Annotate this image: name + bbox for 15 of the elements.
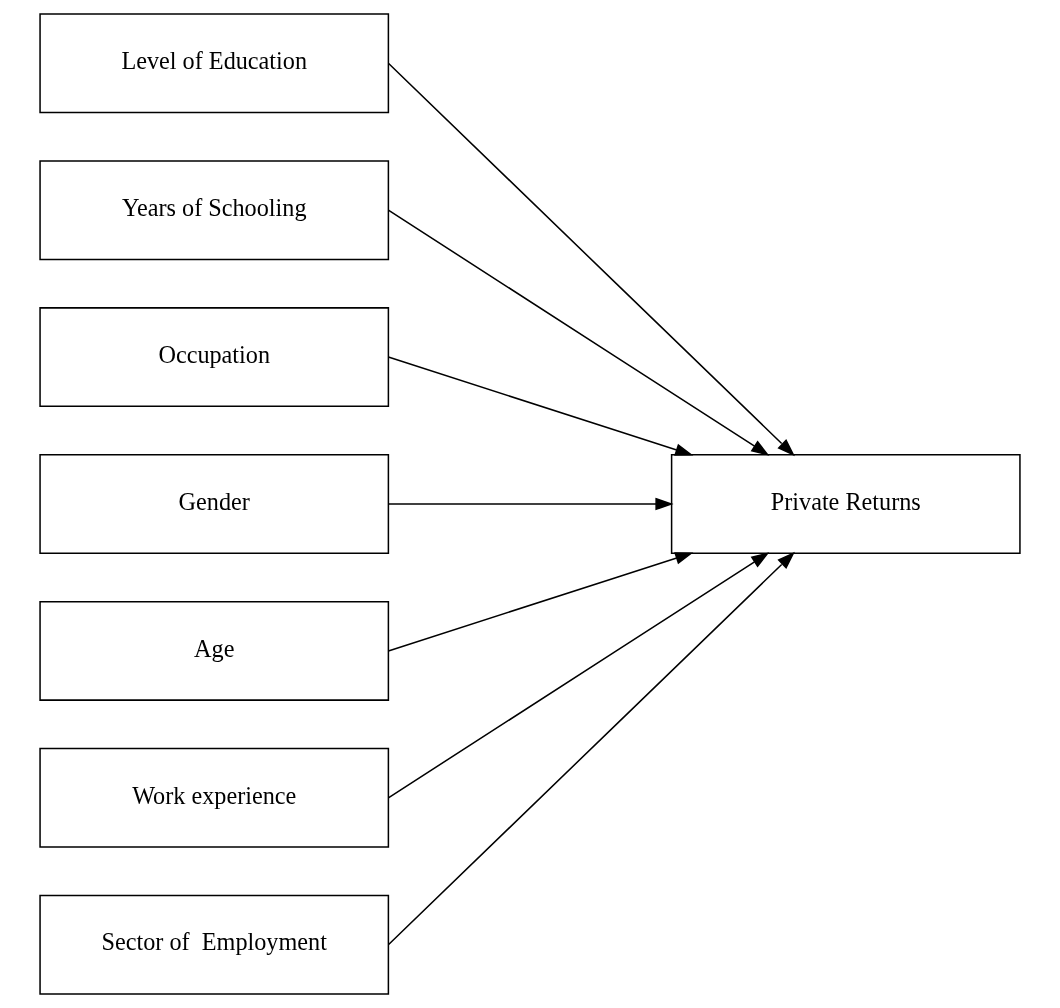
node-box: Gender <box>39 454 390 554</box>
arrow <box>387 497 674 511</box>
arrow <box>387 552 694 652</box>
arrow <box>387 551 795 946</box>
node-box: Years of Schooling <box>39 160 390 261</box>
arrow <box>387 356 694 456</box>
node-box: Work experience <box>39 747 390 848</box>
node-box: Level of Education <box>39 13 390 114</box>
node-box: Occupation <box>39 307 390 408</box>
node-box: Age <box>39 600 390 701</box>
arrow <box>387 209 770 456</box>
node-box: Private Returns <box>670 454 1021 554</box>
arrow <box>387 62 795 457</box>
node-box: Sector of Employment <box>39 894 390 995</box>
arrow <box>387 552 770 799</box>
